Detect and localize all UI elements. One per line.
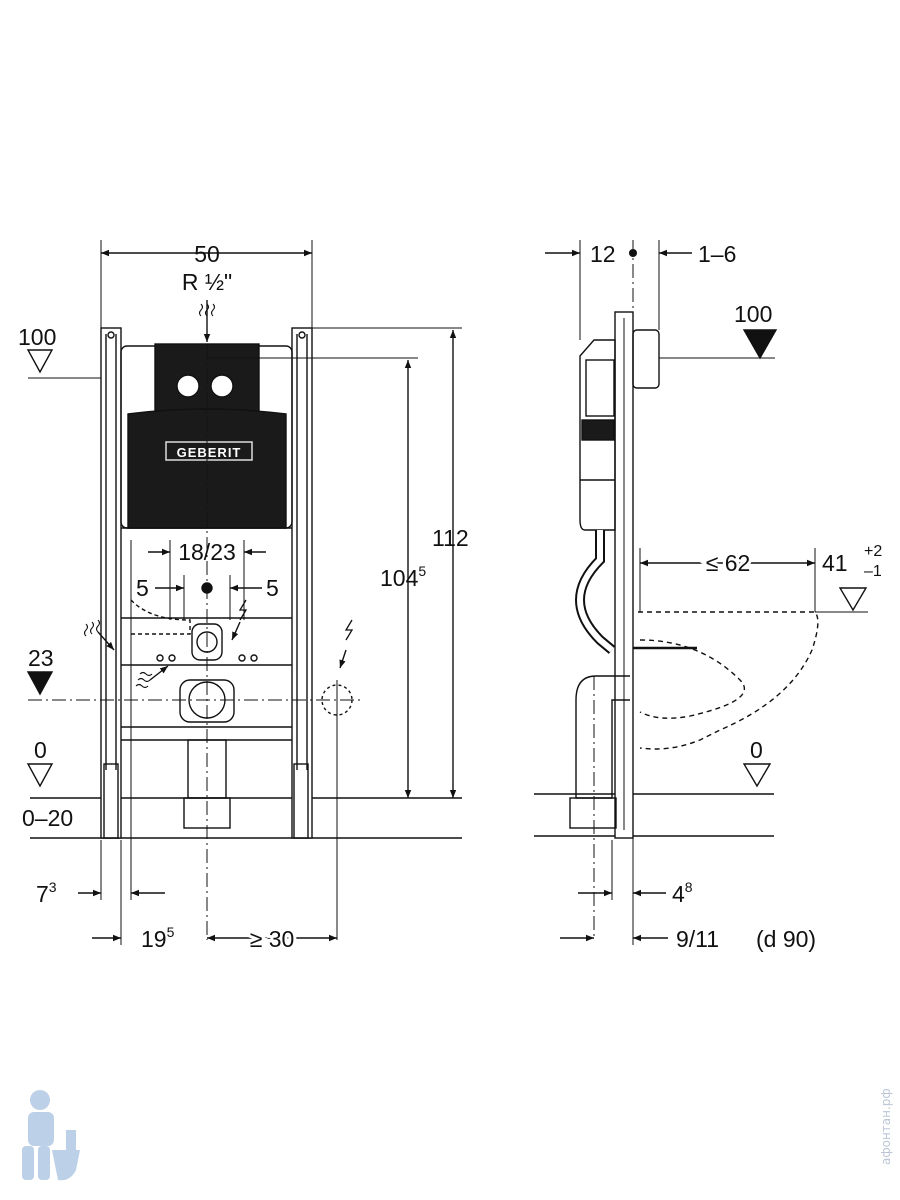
dim-bowl-projection: ≤ 62 [706,550,751,576]
front-view-labels: 50 R ½" GEBERIT 100 23 0 0–20 112 1045 1… [18,241,469,955]
dim-pipe-diameter: (d 90) [756,926,816,952]
level-0-label: 0 [34,737,47,763]
side-view [534,240,868,945]
level-23-triangle [26,671,54,696]
level-23-label: 23 [28,645,54,671]
side-level-100-triangle [742,329,778,360]
frame-leg-right [291,327,313,839]
watermark-text: афонтан.рф [879,1088,893,1165]
thread-label: R ½" [182,269,232,295]
flush-button-right [210,374,234,398]
socket-electricity-icon [344,619,354,641]
side-wc-bowl [638,611,819,750]
dim-spacing-right: 5 [266,575,279,601]
side-level-100-label: 100 [734,301,772,327]
drain-elbow [179,679,235,723]
electricity-icon [238,599,248,621]
level-100-label: 100 [18,324,56,350]
dim-bowl-height-plus: +2 [864,543,882,560]
side-level-0-label: 0 [750,737,763,763]
dim-offset-left: 73 [36,879,57,907]
flush-button-left [176,374,200,398]
side-bowl-height-triangle [838,587,868,612]
water-supply-icon [83,619,101,637]
plumber-logo [22,1090,80,1181]
side-level-0-triangle [742,763,772,788]
side-cistern [579,339,616,531]
dim-pipe-offset: 9/11 [676,926,719,952]
dim-outlet-spacing: 18/23 [178,539,236,565]
level-100-triangle [26,349,54,374]
dim-depth-front: 12 [590,241,616,267]
frame-leg-left [100,327,122,839]
dim-spacing-left: 5 [136,575,149,601]
water-inlet-icon [135,671,153,689]
level-0-triangle [26,763,54,788]
dim-floor-offset: 48 [672,879,693,907]
dim-depth-range: 1–6 [698,241,736,267]
dim-bowl-height-minus: –1 [864,563,882,580]
floor-range-label: 0–20 [22,805,73,831]
dim-height-main: 1045 [380,563,426,591]
dim-offset-drain: 195 [141,924,175,952]
brand-label: GEBERIT [177,445,242,460]
brand-plate [165,441,253,461]
dim-height-total: 112 [432,525,469,551]
side-drain-outlet [569,797,617,829]
dim-bowl-height: 41 [822,550,848,576]
dim-width: 50 [194,241,220,267]
dim-min-side: ≥ 30 [250,926,295,952]
side-view-labels: 12 1–6 100 ≤ 62 41 +2 –1 0 48 9/11 (d 90… [590,241,882,952]
front-view [26,240,462,945]
side-flush-plate [632,329,660,389]
